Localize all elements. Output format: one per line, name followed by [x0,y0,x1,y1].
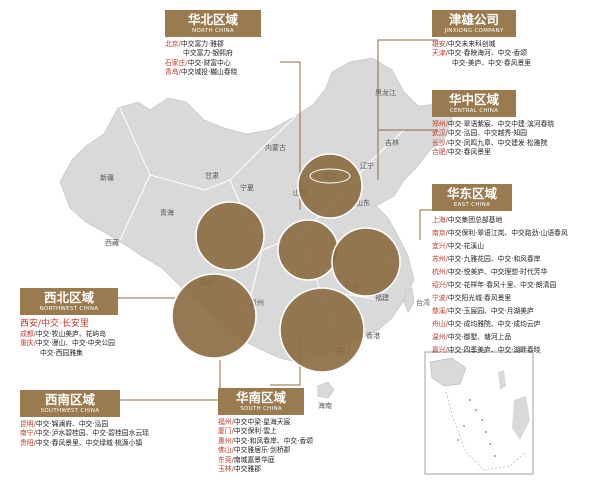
project-row: 雄安/中交未来科创城 [432,40,496,48]
province-label-liaoning: 辽宁 [360,161,374,170]
project-row: 惠州/中交·和风春岸、中交·香颂 [218,436,313,445]
province-label-hainan: 海南 [318,401,332,410]
region-circle-central [277,219,339,281]
project-row: 嘉兴/中交·四季美庐、中交·湖畔春晓 [432,346,541,354]
project-row: 长沙/中交·凤鸣九章、中交建发·松雅院 [432,138,548,147]
region-title-cn: 华北区域 [187,12,238,27]
province-label-taiwan: 台湾 [416,298,430,307]
project-row: 舟山/中交·成均雅院、中交·成均云庐 [432,320,541,328]
region-title-southwest: 西南区域 SOUTHWEST CHINA [20,390,120,417]
region-panel-northwest: 西北区域 NORTHWEST CHINA 西安/中交·长安里 成都/中交·牧山美… [20,288,165,358]
province-label-neimenggu: 内蒙古 [265,143,286,152]
region-project-list: 福州/中交中梁·星海天宸 厦门/中交保利·雲上 惠州/中交·和风春岸、中交·香颂… [218,418,363,474]
project-row: 慈溪/中交·玉宸园、中交·月湖美庐 [432,307,534,315]
region-project-list: 雄安/中交未来科创城 天津/中交·春映海河、中交·香颂 中交·美庐、中交·春风景… [432,40,592,68]
region-project-list: 昆明/中交·锦澜府、中交·泓园 南宁/中交·泸水碧桂园、中交·碧桂园水云瑶 贵阳… [20,420,195,448]
province-label-xinjiang: 新疆 [100,173,114,182]
province-label-heilongjiang: 黑龙江 [375,88,396,97]
region-panel-central: 华中区域 CENTRAL CHINA 郑州/中交·翠语紫宸、中交中建·滨河春晓 … [432,90,597,158]
region-circle-northwest [195,201,265,271]
leader-lines [110,39,438,401]
taiwan-island [403,287,415,313]
project-row: 温州/中交·御墅、塘河上品 [432,333,512,341]
province-label-xianggang: 香港 [366,331,380,340]
project-row: 宜兴/中交·花溪山 [432,242,485,250]
region-circles [171,153,401,373]
project-row: 成都/中交·牧山美庐、花屿岛 [20,330,107,338]
region-title-cn: 津雄公司 [448,12,499,27]
region-title-en: SOUTHWEST CHINA [40,408,100,414]
project-row: 西安/中交·长安里 [20,319,89,329]
project-row: 青岛/中交城投·樾山春晓 [165,68,238,77]
project-row: 南宁/中交·泸水碧桂园、中交·碧桂园水云瑶 [20,429,149,438]
hainan-island [317,381,335,399]
project-row: 中交·西园雅集 [40,348,83,357]
region-title-south: 华南区域 SOUTH CHINA [218,388,304,415]
project-row: 合肥/中交·春风景里 [432,148,491,157]
region-circle-east [331,227,401,297]
province-label-guizhou: 贵州 [250,298,264,307]
region-project-list: 北京/中交富力·雅郡 中交富力·银熙府 石家庄/中交·财富中心 青岛/中交城投·… [165,40,285,78]
province-label-qinghai: 青海 [160,208,174,217]
project-row: 绍兴/中交·花样年·春风十里、中交·朗清园 [432,281,557,289]
project-row: 石家庄/中交·财富中心 [165,58,231,67]
project-row: 玉林/中交雅郡 [218,465,262,474]
province-label-fujian: 福建 [375,293,389,302]
project-row: 杭州/中交·悦美庐、中交理想·时代芳华 [432,268,548,276]
province-label-shandong: 山东 [356,198,370,207]
project-row: 天津/中交·春映海河、中交·香颂 [432,49,527,58]
region-project-list: 上海/中交集团总部基地 南京/中交保利·翠语江岚、中交路劲·山语春风 宜兴/中交… [432,214,600,357]
province-label-ningxia: 宁夏 [240,183,254,192]
project-row: 上海/中交集团总部基地 [432,216,503,224]
project-row: 苏州/中交·九雅花园、中交·和风春岸 [432,255,541,263]
region-title-cn: 华南区域 [235,390,286,405]
project-row: 佛山/中交雅居乐·剑桥郡 [218,446,291,455]
province-label-jilin: 吉林 [385,138,399,147]
region-title-en: SOUTH CHINA [240,406,282,412]
project-row: 北京/中交富力·雅郡 [165,40,224,48]
province-label-gansu: 甘肃 [205,171,219,180]
region-title-cn: 华中区域 [448,92,499,107]
region-project-list: 西安/中交·长安里 成都/中交·牧山美庐、花屿岛 重庆/中交·漫山、中交·中央公… [20,318,165,358]
region-title-east: 华东区域 EAST CHINA [432,184,512,211]
region-title-cn: 华东区域 [446,186,497,201]
region-title-en: CENTRAL CHINA [449,108,499,114]
project-row: 郑州/中交·翠语紫宸、中交中建·滨河春晓 [432,120,555,128]
region-title-en: JINXIONG COMPANY [444,28,504,34]
project-row: 武汉/中交·泓园、中交越秀·知园 [432,129,527,138]
region-title-north: 华北区域 NORTH CHINA [165,10,261,37]
jinxiong-highlight [309,168,351,184]
region-circle-southwest [171,273,257,359]
project-row: 东莞/南城嘉景华庭 [218,455,275,464]
project-row: 福州/中交中梁·星海天宸 [218,418,291,426]
region-title-en: EAST CHINA [453,202,491,208]
region-circle-south [279,287,365,373]
project-row: 中交·美庐、中交·春风景里 [452,58,532,67]
project-row: 中交富力·银熙府 [183,49,233,58]
region-title-cn: 西北区域 [43,290,94,305]
project-row: 昆明/中交·锦澜府、中交·泓园 [20,420,109,428]
region-panel-southwest: 西南区域 SOUTHWEST CHINA 昆明/中交·锦澜府、中交·泓园 南宁/… [20,390,195,448]
region-title-cn: 西南区域 [44,392,95,407]
province-label-xizang: 西藏 [105,238,119,247]
project-row: 南京/中交保利·翠语江岚、中交路劲·山语春风 [432,229,568,237]
project-row: 重庆/中交·漫山、中交·中央公园 [20,339,115,348]
project-row: 厦门/中交保利·雲上 [218,427,277,436]
region-title-en: NORTHWEST CHINA [39,306,99,312]
region-panel-east: 华东区域 EAST CHINA 上海/中交集团总部基地 南京/中交保利·翠语江岚… [432,184,600,357]
region-title-en: NORTH CHINA [192,28,234,34]
south-china-sea-inset [424,351,534,475]
region-project-list: 郑州/中交·翠语紫宸、中交中建·滨河春晓 武汉/中交·泓园、中交越秀·知园 长沙… [432,120,597,158]
region-title-northwest: 西北区域 NORTHWEST CHINA [20,288,118,315]
region-panel-jinxiong: 津雄公司 JINXIONG COMPANY 雄安/中交未来科创城 天津/中交·春… [432,10,592,68]
project-row: 贵阳/中交·春风景里、中交绿城·桃源小镇 [20,438,143,447]
region-panel-north: 华北区域 NORTH CHINA 北京/中交富力·雅郡 中交富力·银熙府 石家庄… [165,10,285,78]
region-title-central: 华中区域 CENTRAL CHINA [432,90,516,117]
project-row: 宁波/中交阳光城·春风景里 [432,294,512,302]
region-circle-north [297,153,363,219]
region-title-jinxiong: 津雄公司 JINXIONG COMPANY [432,10,516,37]
region-panel-south: 华南区域 SOUTH CHINA 福州/中交中梁·星海天宸 厦门/中交保利·雲上… [218,388,363,474]
